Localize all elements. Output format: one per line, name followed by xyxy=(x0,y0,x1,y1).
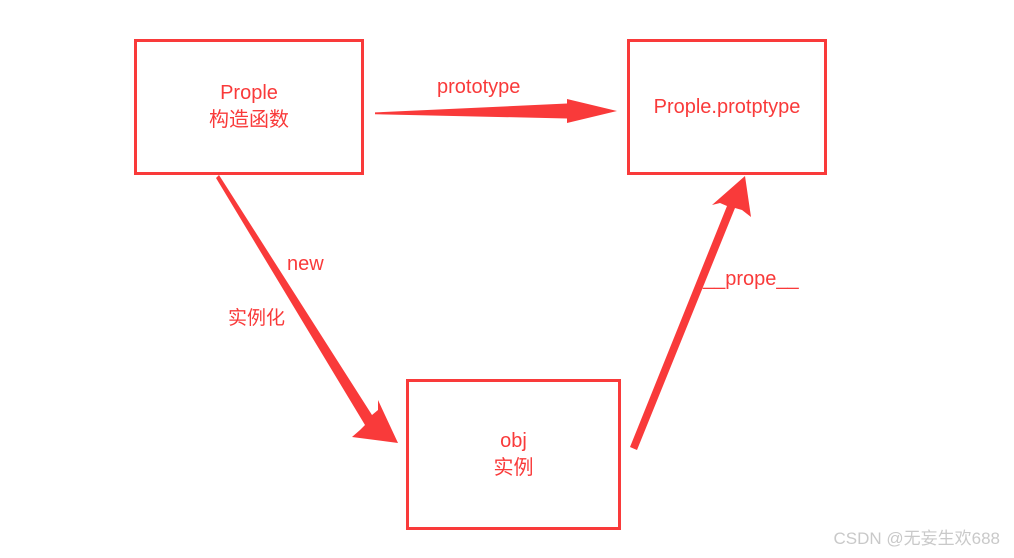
new-arrow xyxy=(216,175,398,443)
node-instance-title: obj xyxy=(500,429,527,452)
edge-label-new: new xyxy=(287,253,324,275)
node-prototype[interactable]: Prople.protptype xyxy=(627,39,827,175)
node-instance-subtitle: 实例 xyxy=(493,456,534,479)
node-constructor-subtitle: 构造函数 xyxy=(209,109,289,131)
proto-arrow xyxy=(630,176,751,450)
edge-label-prototype: prototype xyxy=(437,76,521,98)
edge-label-proto: __prope__ xyxy=(703,268,799,290)
node-instance[interactable]: obj 实例 xyxy=(406,379,621,530)
watermark: CSDN @无妄生欢688 xyxy=(833,529,1000,548)
node-constructor-title: Prople xyxy=(220,82,278,104)
node-prototype-title: Prople.protptype xyxy=(653,95,801,118)
prototype-arrow xyxy=(375,99,617,123)
node-constructor[interactable]: Prople 构造函数 xyxy=(134,39,364,175)
edge-label-instantiate: 实例化 xyxy=(228,308,286,329)
